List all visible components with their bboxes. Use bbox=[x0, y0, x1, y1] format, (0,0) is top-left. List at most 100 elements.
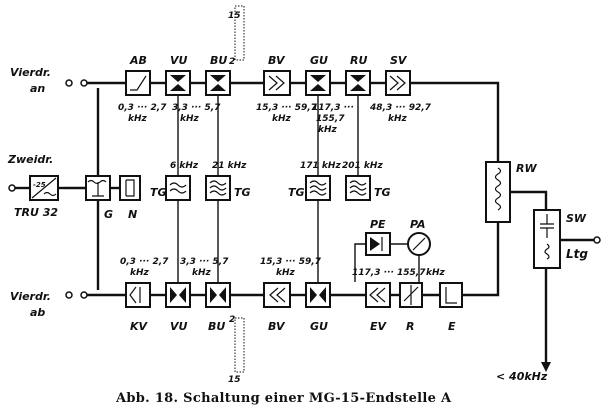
block-e-label: E bbox=[448, 320, 456, 333]
block-vu-top-label: VU bbox=[170, 54, 188, 67]
terminals: Vierdr. an Zweidr. Vierdr. ab Ltg < 40kH… bbox=[7, 5, 601, 385]
terminal-vierdr-ab-2 bbox=[80, 291, 88, 299]
block-tg-6-label: TG bbox=[150, 186, 167, 199]
terminal-label-ltg: Ltg bbox=[566, 247, 588, 261]
block-bv-bottom-freq-1: 15,3 ··· 59,7 bbox=[260, 257, 322, 267]
block-tg-21-label: TG bbox=[234, 186, 251, 199]
filter-icon bbox=[349, 180, 367, 196]
block-bv-top: BV 15,3 ··· 59,7 kHz bbox=[256, 54, 318, 124]
block-vu-bottom-label: VU bbox=[170, 320, 188, 333]
block-vu-top-freq-2: kHz bbox=[180, 114, 200, 124]
channel-label-15-top: 15 bbox=[228, 11, 241, 21]
block-gu-top-freq-3: kHz bbox=[318, 125, 338, 135]
block-sv-top-freq-2: kHz bbox=[388, 114, 408, 124]
block-tg-171-label: TG bbox=[288, 186, 305, 199]
block-tg-6-freq: 6 kHz bbox=[170, 161, 199, 171]
rectifier-icon bbox=[370, 237, 380, 251]
block-ru-top: RU bbox=[345, 54, 371, 96]
block-ab: AB 0,3 ··· 2,7 kHz bbox=[118, 54, 167, 124]
block-gu-top-freq-2: 155,7 bbox=[316, 114, 345, 124]
block-bv-bottom: BV 15,3 ··· 59,7 kHz bbox=[260, 257, 322, 333]
amplifier-icon bbox=[389, 75, 406, 91]
block-tg-171-freq: 171 kHz bbox=[300, 161, 341, 171]
block-tru32-value: -25 bbox=[33, 181, 46, 189]
channel-label-2-top: 2 bbox=[229, 57, 235, 67]
block-tg-6: TG 6 kHz bbox=[150, 161, 199, 201]
block-bu-top-label: BU bbox=[210, 54, 227, 67]
wave-icon bbox=[43, 191, 57, 197]
block-gu-bottom-label: GU bbox=[310, 320, 328, 333]
block-kv: KV 0,3 ··· 2,7 kHz bbox=[120, 257, 169, 333]
block-ev: EV 117,3 ··· 155,7 kHz bbox=[352, 268, 446, 333]
channel-label-15-bottom: 15 bbox=[228, 375, 241, 385]
meter-needle-icon bbox=[412, 237, 426, 251]
block-sv-top-label: SV bbox=[390, 54, 408, 67]
coil-icon bbox=[544, 243, 550, 260]
block-tg-21-freq: 21 kHz bbox=[212, 161, 247, 171]
block-sv-top-freq-1: 48,3 ··· 92,7 bbox=[369, 103, 432, 113]
block-bv-bottom-label: BV bbox=[268, 320, 286, 333]
block-gu-top-label: GU bbox=[310, 54, 328, 67]
block-vu-bottom-freq-2: kHz bbox=[192, 268, 212, 278]
block-kv-freq-2: kHz bbox=[130, 268, 150, 278]
terminal-vierdr-an-2 bbox=[80, 79, 88, 87]
block-g-hybrid: G bbox=[85, 175, 113, 221]
block-tg-21: TG 21 kHz bbox=[205, 161, 251, 201]
channel-strip-top bbox=[234, 5, 245, 61]
wiring bbox=[64, 81, 594, 362]
demodulator-icon bbox=[210, 287, 226, 303]
block-bu-top: BU bbox=[205, 54, 231, 96]
modulator-icon bbox=[310, 75, 326, 91]
block-ru-top-label: RU bbox=[350, 54, 367, 67]
compander-icon bbox=[129, 286, 141, 304]
ramp-icon bbox=[130, 75, 147, 91]
terminal-vierdr-ab bbox=[65, 291, 73, 299]
block-ab-freq-1: 0,3 ··· 2,7 bbox=[118, 103, 167, 113]
amplifier-icon bbox=[268, 75, 285, 91]
block-kv-label: KV bbox=[130, 320, 149, 333]
block-tru32-label: TRU 32 bbox=[14, 206, 58, 219]
block-gu-top: GU 117,3 ··· 155,7 kHz bbox=[305, 54, 354, 135]
regulator-icon bbox=[403, 285, 419, 305]
block-gu-top-freq-1: 117,3 ··· bbox=[312, 103, 354, 113]
block-bv-bottom-freq-2: kHz bbox=[276, 268, 296, 278]
terminal-label-vierdr-an-1: Vierdr. bbox=[10, 66, 51, 79]
filter-icon bbox=[309, 180, 327, 196]
block-rw-label: RW bbox=[516, 162, 537, 175]
terminal-zweidr bbox=[8, 184, 16, 192]
modulator-icon bbox=[210, 75, 226, 91]
modulator-icon bbox=[350, 75, 366, 91]
block-ev-label: EV bbox=[370, 320, 388, 333]
figure-caption: Abb. 18. Schaltung einer MG-15-Endstelle… bbox=[115, 391, 452, 406]
block-tg-201-freq: 201 kHz bbox=[342, 161, 383, 171]
terminal-label-vierdr-ab-2: ab bbox=[30, 306, 45, 319]
block-pa: PA bbox=[407, 218, 431, 256]
block-ev-freq-2: kHz bbox=[426, 268, 446, 278]
channel-label-2-bottom: 2 bbox=[229, 315, 235, 325]
amplifier-icon bbox=[269, 287, 286, 303]
network-icon bbox=[125, 179, 135, 197]
block-tg-171: TG 171 kHz bbox=[288, 161, 341, 201]
terminal-label-vierdr-an-2: an bbox=[30, 82, 45, 95]
block-ev-freq-1: 117,3 ··· 155,7 bbox=[352, 268, 426, 278]
terminal-vierdr-an bbox=[65, 79, 73, 87]
block-n: N bbox=[119, 175, 141, 221]
equalizer-icon bbox=[445, 287, 457, 304]
block-bv-top-label: BV bbox=[268, 54, 286, 67]
filter-icon bbox=[169, 182, 187, 194]
block-tg-201: TG 201 kHz bbox=[342, 161, 391, 201]
block-r-label: R bbox=[406, 320, 414, 333]
channel-strip-bottom bbox=[234, 317, 245, 373]
block-pe: PE bbox=[365, 218, 391, 256]
block-ab-label: AB bbox=[129, 54, 147, 67]
block-vu-top: VU 3,3 ··· 5,7 kHz bbox=[165, 54, 221, 124]
block-bu-bottom: BU bbox=[205, 282, 231, 333]
block-ab-freq-2: kHz bbox=[128, 114, 148, 124]
demodulator-icon bbox=[170, 287, 186, 303]
terminal-label-vierdr-ab-1: Vierdr. bbox=[10, 290, 51, 303]
block-sw-label: SW bbox=[566, 212, 587, 225]
block-pa-label: PA bbox=[410, 218, 426, 231]
block-sw: SW bbox=[533, 209, 587, 269]
block-rw: RW bbox=[485, 161, 537, 223]
